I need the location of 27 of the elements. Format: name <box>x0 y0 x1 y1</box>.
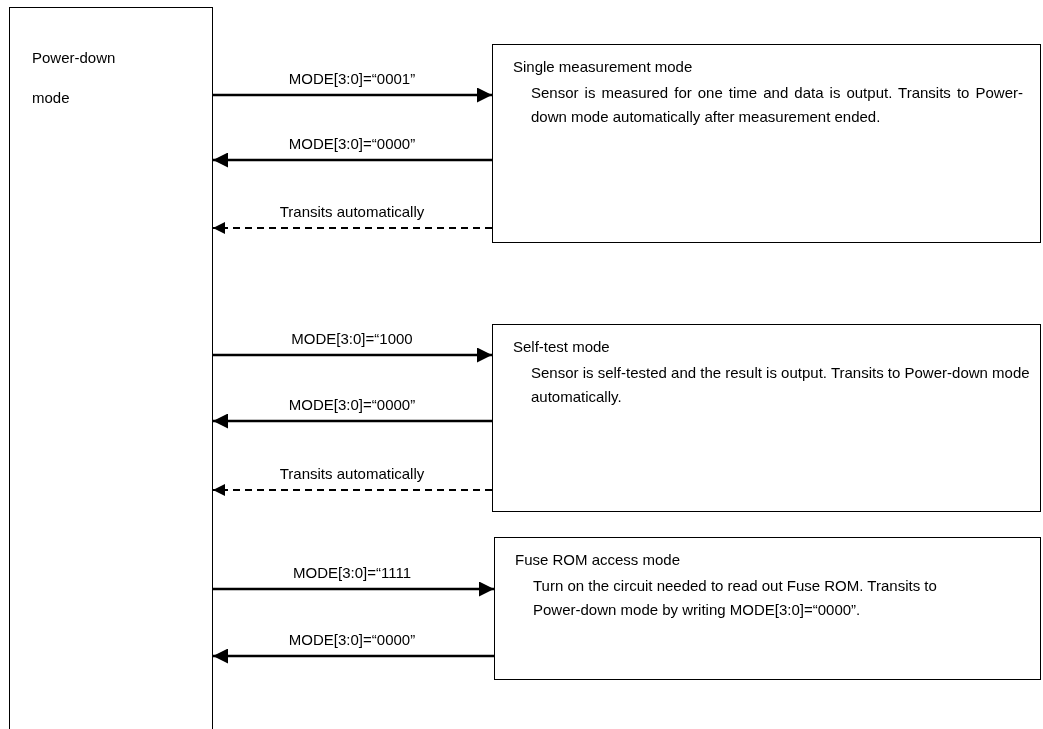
mode-title: Power-down mode <box>32 48 117 108</box>
edge-label: MODE[3:0]=“0001” <box>286 70 418 88</box>
arrow <box>213 152 492 168</box>
edge-label: Transits automatically <box>277 203 427 221</box>
mode-box <box>9 7 213 729</box>
mode-description: Turn on the circuit needed to read out Fuse ROM. Transits to Power-down mode by writing MODE[3:0]=“0000”. <box>533 576 938 620</box>
edge-label: MODE[3:0]=“1000 <box>289 330 415 348</box>
arrow <box>212 484 493 496</box>
mode-box <box>494 537 1041 680</box>
arrow <box>213 581 494 597</box>
edge-label: MODE[3:0]=“0000” <box>286 396 418 414</box>
mode-title: Self-test mode <box>513 337 610 357</box>
edge-label: MODE[3:0]=“1111 <box>291 564 413 582</box>
mode-title: Fuse ROM access mode <box>515 550 681 570</box>
mode-description: Sensor is measured for one time and data is output. Transits to Power-down mode automatically after measurement ended. <box>531 83 1023 127</box>
edge-label: MODE[3:0]=“0000” <box>286 631 418 649</box>
arrow <box>213 87 492 103</box>
mode-box <box>492 324 1041 512</box>
mode-title: Single measurement mode <box>513 57 693 77</box>
mode-description: Sensor is self-tested and the result is output. Transits to Power-down mode automatically. <box>531 363 1031 407</box>
edge-label: Transits automatically <box>277 465 427 483</box>
edge-label: MODE[3:0]=“0000” <box>286 135 418 153</box>
arrow <box>213 347 492 363</box>
mode-box <box>492 44 1041 243</box>
arrow <box>213 648 494 664</box>
arrow <box>212 222 493 234</box>
arrow <box>213 413 492 429</box>
